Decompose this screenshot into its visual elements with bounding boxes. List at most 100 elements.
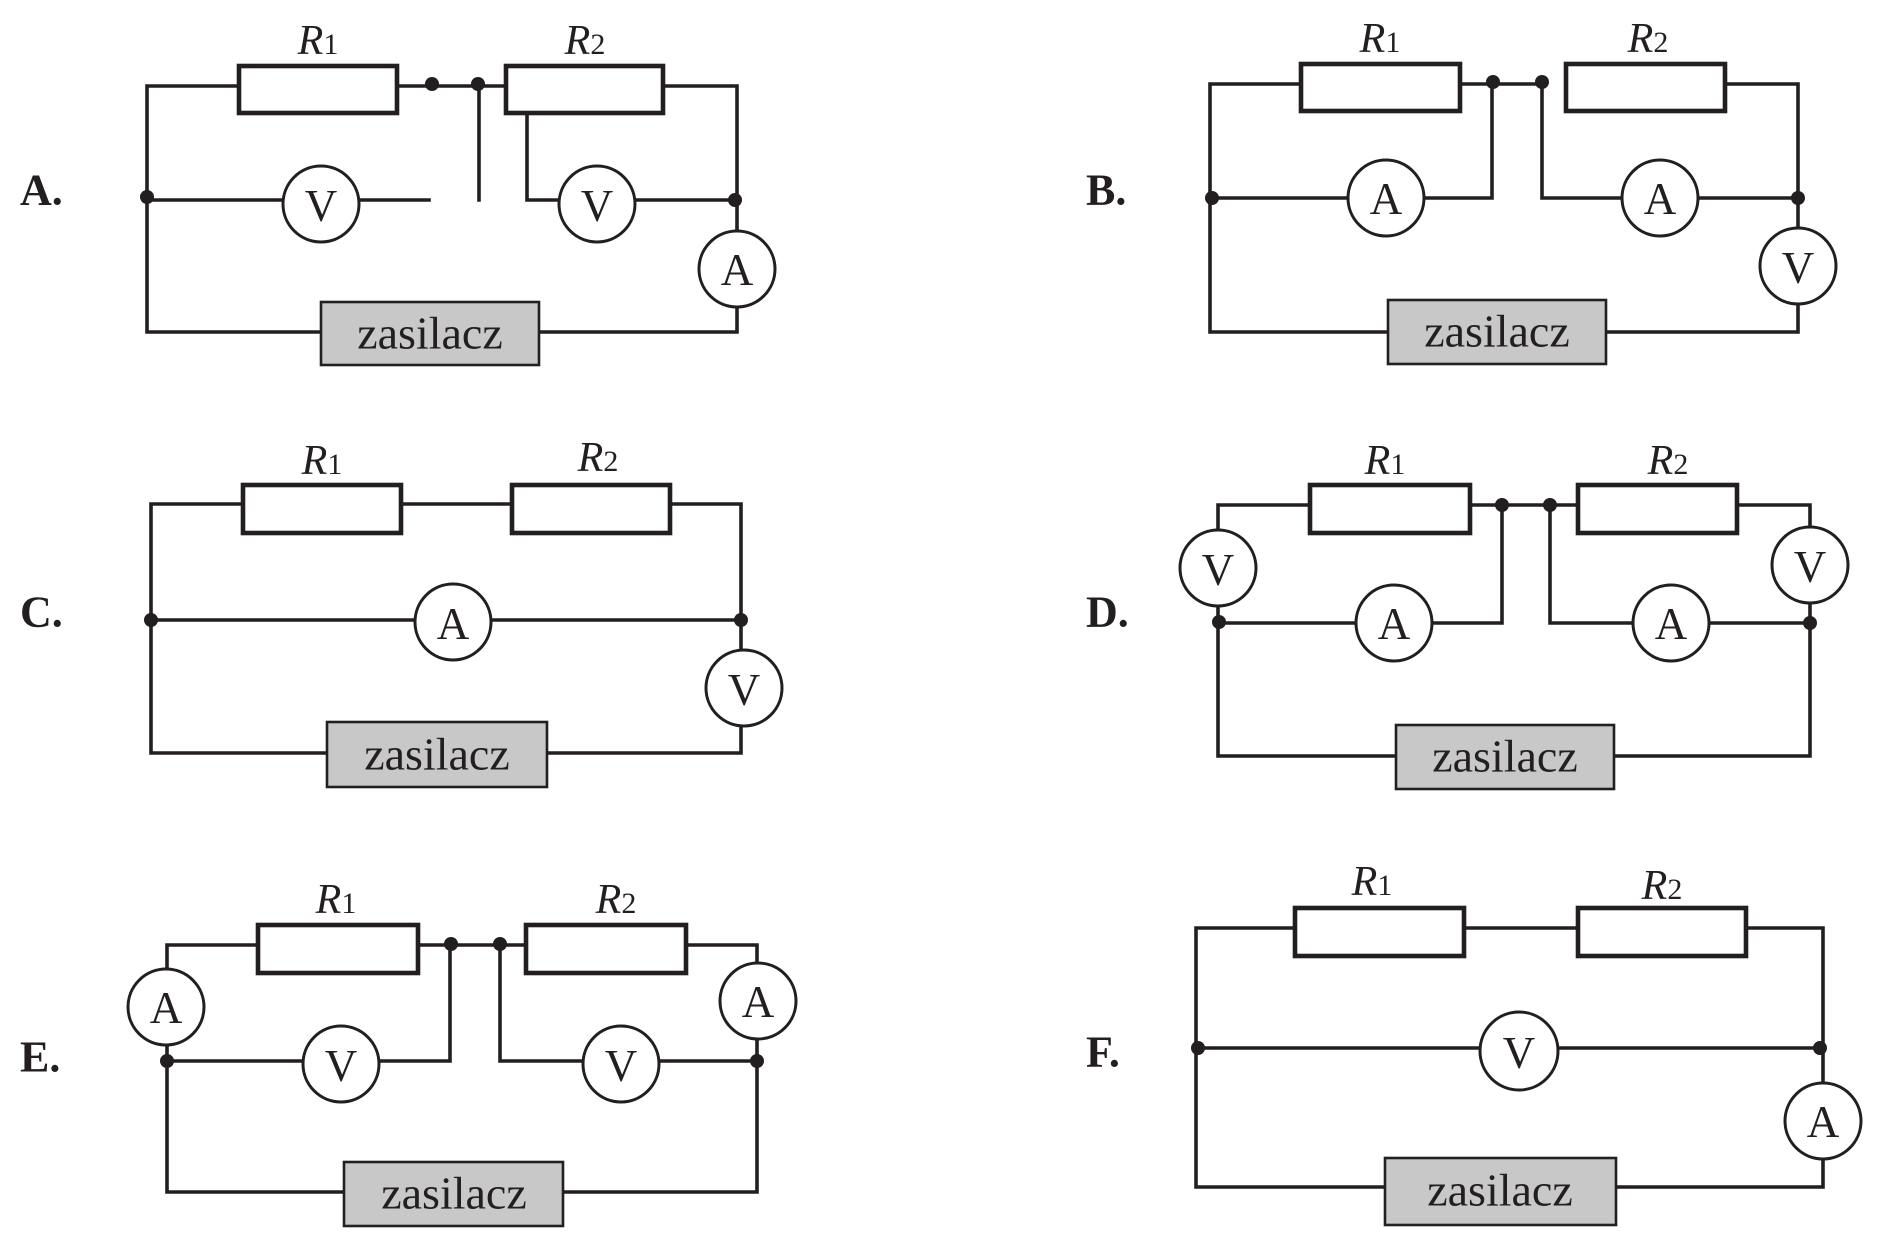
- circuit-label-d: D.: [1086, 588, 1129, 637]
- power-supply: zasilacz: [325, 720, 549, 789]
- junction-dot: [734, 613, 748, 627]
- svg-text:zasilacz: zasilacz: [364, 729, 510, 780]
- svg-text:A: A: [721, 245, 754, 295]
- voltmeter: V: [281, 164, 361, 244]
- circuit-e: E. R1 R2 A A V V zasilacz: [20, 877, 798, 1228]
- svg-text:zasilacz: zasilacz: [357, 308, 503, 359]
- power-supply: zasilacz: [342, 1160, 565, 1228]
- resistor-r2-label: R2: [1627, 16, 1669, 62]
- circuit-label-b: B.: [1086, 166, 1126, 215]
- voltmeter: V: [704, 648, 784, 728]
- circuit-label-c: C.: [20, 588, 63, 637]
- svg-text:V: V: [1202, 545, 1235, 595]
- junction-dot: [444, 937, 458, 951]
- voltmeter: V: [1758, 226, 1838, 306]
- resistor-r1-label: R1: [1359, 16, 1401, 62]
- ammeter: A: [1346, 158, 1426, 238]
- svg-text:A: A: [1807, 1097, 1840, 1147]
- voltmeter: V: [1478, 1010, 1560, 1092]
- junction-dot: [140, 190, 154, 204]
- junction-dot: [1205, 191, 1219, 205]
- junction-dot: [1191, 1041, 1205, 1055]
- svg-text:zasilacz: zasilacz: [1427, 1165, 1573, 1216]
- svg-text:V: V: [581, 181, 614, 231]
- junction-dot: [1813, 1041, 1827, 1055]
- resistor-r2: [1563, 61, 1728, 114]
- ammeter: A: [126, 967, 206, 1047]
- resistor-r1: [1307, 482, 1473, 536]
- resistor-r1-label: R1: [301, 438, 343, 484]
- svg-text:zasilacz: zasilacz: [1432, 731, 1578, 782]
- svg-text:A: A: [1370, 174, 1403, 224]
- svg-text:zasilacz: zasilacz: [381, 1168, 527, 1219]
- svg-text:A: A: [1644, 174, 1677, 224]
- resistor-r1: [236, 63, 400, 116]
- ammeter: A: [1620, 158, 1700, 238]
- junction-dot: [750, 1054, 764, 1068]
- svg-text:V: V: [325, 1041, 358, 1091]
- resistor-r1-label: R1: [1364, 438, 1406, 484]
- junction-dot: [728, 193, 742, 207]
- junction-dot: [471, 77, 485, 91]
- junction-dot: [1535, 75, 1549, 89]
- svg-text:A: A: [1378, 599, 1411, 649]
- ammeter: A: [718, 961, 798, 1041]
- svg-text:A: A: [742, 977, 775, 1027]
- resistor-r2: [1575, 905, 1749, 959]
- power-supply: zasilacz: [1386, 298, 1608, 366]
- resistor-r2-label: R2: [564, 18, 606, 64]
- resistor-r2-label: R2: [1641, 863, 1683, 909]
- junction-dot: [160, 1054, 174, 1068]
- resistor-r2: [509, 482, 673, 536]
- ammeter: A: [1354, 583, 1434, 663]
- junction-dot: [1486, 75, 1500, 89]
- circuit-label-e: E.: [20, 1033, 60, 1082]
- circuit-c: C. R1 R2 A V zasilacz: [20, 435, 784, 789]
- ammeter: A: [697, 229, 777, 309]
- svg-text:V: V: [1782, 243, 1815, 293]
- junction-dot: [1791, 191, 1805, 205]
- resistor-r2: [1575, 482, 1740, 536]
- circuit-a: A. R1 R2 V V A zasilacz: [20, 18, 777, 367]
- resistor-r2-label: R2: [1647, 438, 1689, 484]
- svg-text:zasilacz: zasilacz: [1424, 306, 1570, 357]
- junction-dot: [1212, 615, 1226, 629]
- ammeter: A: [1631, 583, 1711, 663]
- resistor-r1: [240, 482, 404, 536]
- junction-dot: [493, 937, 507, 951]
- circuit-label-f: F.: [1086, 1028, 1120, 1077]
- svg-text:V: V: [305, 181, 338, 231]
- resistor-r1: [255, 922, 421, 976]
- junction-dot: [1803, 616, 1817, 630]
- power-supply: zasilacz: [1383, 1156, 1618, 1227]
- circuit-f: F. R1 R2 V A zasilacz: [1086, 859, 1863, 1227]
- circuit-label-a: A.: [20, 166, 63, 215]
- resistor-r2: [503, 63, 666, 116]
- svg-text:V: V: [728, 665, 761, 715]
- resistor-r2-label: R2: [595, 877, 637, 923]
- ammeter: A: [1783, 1081, 1863, 1161]
- power-supply: zasilacz: [319, 300, 541, 367]
- power-supply: zasilacz: [1394, 723, 1616, 791]
- junction-dot: [425, 77, 439, 91]
- voltmeter: V: [557, 164, 637, 244]
- circuit-d: D. R1 R2 V V A A zasilacz: [1086, 438, 1850, 791]
- svg-text:V: V: [1503, 1028, 1536, 1078]
- resistor-r1-label: R1: [297, 18, 339, 64]
- voltmeter: V: [1770, 525, 1850, 605]
- resistor-r1-label: R1: [315, 877, 357, 923]
- resistor-r1: [1298, 61, 1463, 114]
- voltmeter: V: [301, 1024, 381, 1104]
- junction-dot: [144, 613, 158, 627]
- resistor-r2: [523, 922, 689, 976]
- resistor-r1-label: R1: [1351, 859, 1393, 905]
- resistor-r1: [1292, 905, 1467, 959]
- junction-dot: [1543, 498, 1557, 512]
- svg-text:V: V: [1794, 542, 1827, 592]
- junction-dot: [1495, 498, 1509, 512]
- circuit-b: B. R1 R2 A A V zasilacz: [1086, 16, 1838, 366]
- svg-text:A: A: [150, 983, 183, 1033]
- svg-text:V: V: [605, 1041, 638, 1091]
- voltmeter: V: [581, 1024, 661, 1104]
